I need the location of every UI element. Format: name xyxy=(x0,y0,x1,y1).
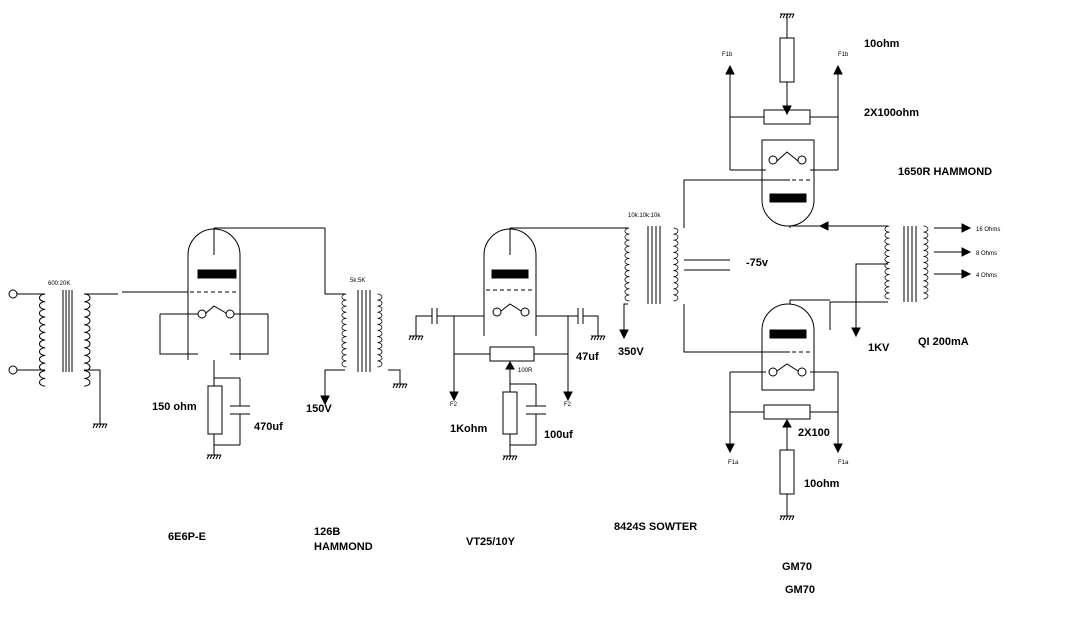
output-tube-bottom xyxy=(725,299,843,521)
interstage-name-line1: 126B xyxy=(314,526,340,538)
output-tube-top xyxy=(725,13,888,231)
b-plus-150v-label: 150V xyxy=(306,403,332,415)
gm70-label-1: GM70 xyxy=(782,561,812,573)
choke-qi-200ma-label: QI 200mA xyxy=(918,336,969,348)
b-plus-350v-label: 350V xyxy=(618,346,644,358)
bottom-pot-2x100-label: 2X100 xyxy=(798,427,830,439)
cap-47uf-label: 47uf xyxy=(576,351,599,363)
gm70-label-2: GM70 xyxy=(785,584,815,596)
resistor-1kohm-label: 1Kohm xyxy=(450,423,488,435)
bottom-10ohm-label: 10ohm xyxy=(804,478,840,490)
pot-100r-label: 100R xyxy=(518,368,533,374)
resistor-150-ohm-label: 150 ohm xyxy=(152,401,197,413)
plate-wire-1b xyxy=(324,228,345,295)
interstage-ratio-label: 5k:5K xyxy=(350,278,365,284)
phase-splitter-transformer xyxy=(619,179,790,353)
tap-16-ohms-label: 16 Ohms xyxy=(976,227,1000,233)
cathode-network-2 xyxy=(449,316,573,461)
f1b-right-label: F1b xyxy=(838,52,849,58)
input-terminals xyxy=(8,289,45,375)
f2-left-label: F2 xyxy=(450,402,458,408)
tap-4-ohms-label: 4 Ohms xyxy=(976,273,997,279)
cap-100uf-label: 100uf xyxy=(544,429,573,441)
input-transformer-ratio: 600:20K xyxy=(48,281,70,287)
output-transformer xyxy=(829,223,972,338)
cathode-network-1 xyxy=(206,377,250,460)
input-transformer xyxy=(38,290,118,429)
top-10ohm-label: 10ohm xyxy=(864,38,900,50)
phase-splitter-ratio: 10k:10k:10k xyxy=(628,213,661,219)
f2-right-label: F2 xyxy=(564,402,572,408)
phase-splitter-name: 8424S SOWTER xyxy=(614,521,697,533)
top-pot-2x100ohm-label: 2X100ohm xyxy=(864,107,919,119)
b-plus-1kv-label: 1KV xyxy=(868,342,890,354)
interstage-transformer-126b xyxy=(320,290,408,406)
tap-8-ohms-label: 8 Ohms xyxy=(976,251,997,257)
bias-minus-75v-label: -75v xyxy=(746,257,769,269)
tube-6e6p-e xyxy=(122,228,269,378)
f1b-left-label: F1b xyxy=(722,52,733,58)
tube-6e6p-e-label: 6E6P-E xyxy=(168,531,206,543)
output-transformer-name: 1650R HAMMOND xyxy=(898,166,992,178)
cap-470uf-label: 470uf xyxy=(254,421,283,433)
f1a-left-label: F1a xyxy=(728,460,739,466)
f1a-right-label: F1a xyxy=(838,460,849,466)
tube-vt25-label: VT25/10Y xyxy=(466,536,516,548)
interstage-name-line2: HAMMOND xyxy=(314,541,373,553)
tube-vt25 xyxy=(408,228,606,341)
